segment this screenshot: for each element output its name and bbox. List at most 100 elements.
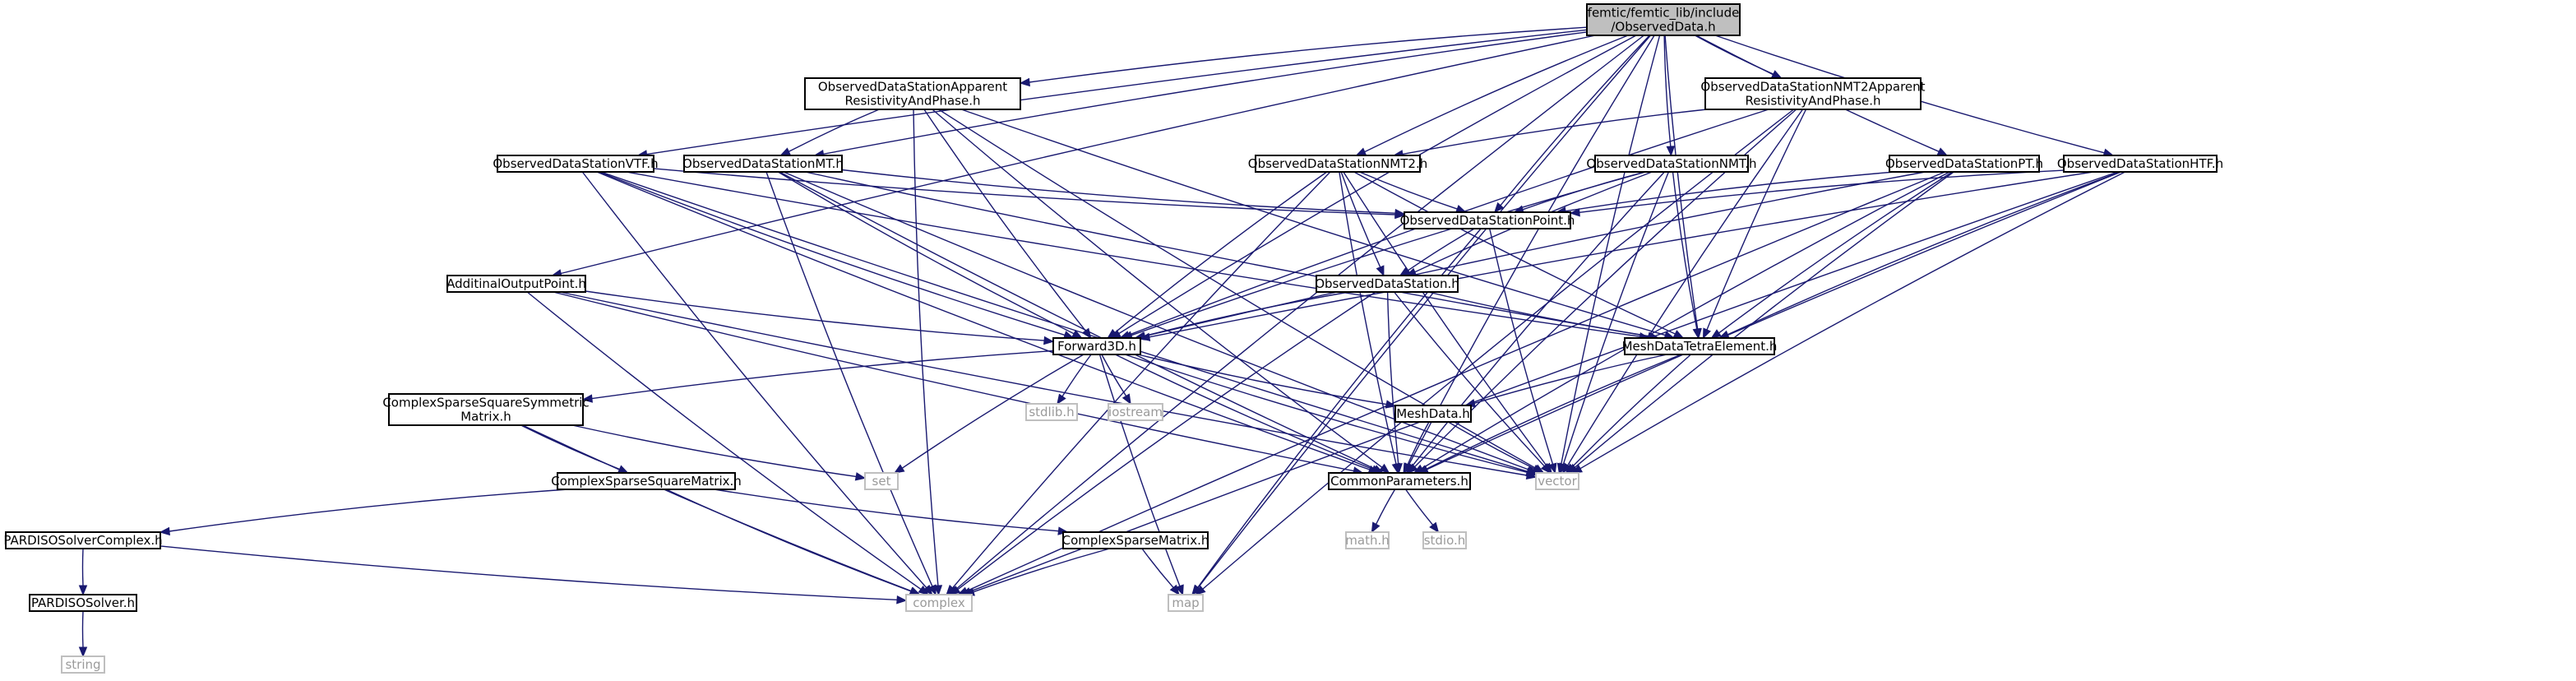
edge-odspt-to-vector: [1566, 171, 1954, 474]
node-odspt[interactable]: ObservedDataStationPT.h: [1885, 155, 2043, 173]
node-stdioh: stdio.h: [1422, 531, 1467, 549]
edge-csm-to-complex: [964, 548, 1110, 596]
node-odsmt[interactable]: ObservedDataStationMT.h: [682, 155, 844, 173]
edge-meshdata-to-common: [1403, 421, 1430, 475]
node-label: CommonParameters.h: [1330, 474, 1468, 489]
node-map: map: [1168, 594, 1204, 612]
edge-cssm-to-pardisoc: [159, 489, 568, 536]
node-label: PARDISOSolverComplex.h: [3, 533, 162, 548]
node-odsnmt2[interactable]: ObservedDataStationNMT2.h: [1248, 155, 1427, 173]
edge-root-to-complex: [948, 35, 1644, 595]
edge-odspt-to-mdte: [1710, 171, 1953, 339]
edge-ods-to-vector: [1394, 291, 1552, 475]
node-label: MeshData.h: [1396, 406, 1470, 421]
edge-odsnmt2-to-complex: [946, 171, 1331, 595]
node-label: complex: [913, 595, 965, 610]
edge-odsnmt-to-fwd: [1122, 171, 1646, 340]
node-label: ComplexSparseSquareMatrix.h: [551, 474, 742, 489]
edge-mdte-to-meshdata: [1464, 354, 1667, 408]
edge-cssm-to-csm: [714, 489, 1069, 535]
edge-odsnmt2-to-common: [1339, 171, 1401, 475]
edge-odsnmt2arp-to-mdte: [1702, 109, 1807, 340]
edge-odsnmt2-to-ods: [1340, 171, 1385, 277]
node-odsarp[interactable]: ObservedDataStationApparentResistivityAn…: [804, 77, 1021, 110]
node-label: stdio.h: [1424, 533, 1466, 548]
node-label: ComplexSparseMatrix.h: [1062, 533, 1209, 548]
node-label: vector: [1538, 474, 1577, 489]
edge-root-to-mdte: [1664, 35, 1702, 340]
edge-odspt-to-odspoint: [1555, 171, 1895, 215]
edge-fwd-to-iostream: [1101, 354, 1131, 405]
node-odsvtf[interactable]: ObservedDataStationVTF.h: [493, 155, 659, 173]
node-csm[interactable]: ComplexSparseMatrix.h: [1062, 531, 1209, 549]
node-label: MeshDataTetraElement.h: [1622, 339, 1778, 354]
nodes-layer: femtic/femtic_lib/include/ObservedData.h…: [3, 3, 2223, 674]
edge-common-to-mathh: [1371, 489, 1396, 534]
node-label: Matrix.h: [460, 410, 511, 424]
edge-fwd-to-cssym: [581, 350, 1054, 403]
node-ods[interactable]: ObservedDataStation.h: [1315, 275, 1459, 293]
node-odspoint[interactable]: ObservedDataStationPoint.h: [1400, 211, 1575, 229]
edge-aop-to-fwd: [585, 290, 1055, 345]
edge-common-to-stdioh: [1405, 489, 1440, 534]
node-label: math.h: [1345, 533, 1389, 548]
node-root[interactable]: femtic/femtic_lib/include/ObservedData.h: [1586, 3, 1741, 36]
node-odsnmt2arp[interactable]: ObservedDataStationNMT2ApparentResistivi…: [1700, 77, 1926, 110]
edge-odsmt-to-complex: [765, 171, 937, 596]
node-label: ObservedDataStationPT.h: [1885, 156, 2043, 171]
edge-odsarp-to-mdte: [960, 109, 1676, 340]
node-label: iostream: [1108, 405, 1163, 419]
edge-odshtf-to-fwd: [1139, 171, 2093, 341]
edge-ods-to-common: [1386, 291, 1403, 475]
edge-pardisoc-to-pardiso: [78, 548, 88, 596]
node-label: ObservedDataStationHTF.h: [2057, 156, 2223, 171]
edge-root-to-odsarp: [1019, 26, 1588, 87]
node-label: stdlib.h: [1029, 405, 1074, 419]
edge-odspoint-to-ods: [1399, 228, 1475, 276]
node-pardiso[interactable]: PARDISOSolver.h: [29, 594, 137, 612]
node-label: map: [1172, 595, 1199, 610]
edge-fwd-to-map: [1098, 354, 1184, 596]
node-label: femtic/femtic_lib/include: [1588, 6, 1740, 21]
node-aop[interactable]: AdditinalOutputPoint.h: [446, 275, 586, 293]
edge-odsmt-to-common: [779, 171, 1385, 474]
node-label: ObservedDataStationNMT.h: [1586, 156, 1756, 171]
node-label: ObservedDataStationVTF.h: [493, 156, 658, 171]
edge-meshdata-to-vector: [1448, 421, 1543, 474]
node-label: ObservedDataStationApparent: [818, 80, 1007, 95]
edge-pardiso-to-string: [78, 610, 88, 658]
edge-ods-to-complex: [949, 291, 1376, 595]
edge-odsnmt-to-vector: [1559, 171, 1670, 475]
edge-csm-to-map: [1141, 548, 1180, 596]
node-common[interactable]: CommonParameters.h: [1328, 472, 1471, 490]
edge-cssym-to-set: [571, 424, 867, 481]
edge-fwd-to-stdlib: [1057, 354, 1092, 405]
node-label: ResistivityAndPhase.h: [1746, 94, 1881, 109]
edge-odshtf-to-odspoint: [1569, 169, 2065, 217]
edge-fwd-to-meshdata: [1137, 354, 1397, 409]
node-label: ObservedDataStationPoint.h: [1400, 213, 1575, 228]
edge-ods-to-fwd: [1134, 291, 1349, 340]
node-label: ResistivityAndPhase.h: [845, 94, 981, 109]
edge-odsnmt2-to-fwd: [1107, 171, 1328, 339]
node-odsnmt[interactable]: ObservedDataStationNMT.h: [1586, 155, 1757, 173]
node-cssm[interactable]: ComplexSparseSquareMatrix.h: [551, 472, 742, 490]
edge-odsnmt2arp-to-odsnmt2: [1392, 109, 1707, 159]
node-fwd[interactable]: Forward3D.h: [1052, 337, 1141, 355]
edge-pardisoc-to-complex: [160, 545, 908, 605]
node-mdte[interactable]: MeshDataTetraElement.h: [1622, 337, 1778, 355]
node-label: ObservedDataStationNMT2.h: [1248, 156, 1427, 171]
node-iostream: iostream: [1108, 403, 1163, 421]
node-mathh: math.h: [1345, 531, 1390, 549]
node-set: set: [864, 472, 899, 490]
node-label: /ObservedData.h: [1611, 20, 1715, 35]
edge-odsvtf-to-complex: [581, 171, 933, 596]
node-label: ObservedDataStation.h: [1315, 276, 1459, 291]
node-complex: complex: [905, 594, 973, 612]
edge-root-to-odsnmt: [1663, 35, 1676, 157]
node-meshdata[interactable]: MeshData.h: [1394, 405, 1472, 423]
node-string: string: [61, 656, 105, 674]
node-pardisoc[interactable]: PARDISOSolverComplex.h: [3, 531, 163, 549]
node-odshtf[interactable]: ObservedDataStationHTF.h: [2057, 155, 2223, 173]
